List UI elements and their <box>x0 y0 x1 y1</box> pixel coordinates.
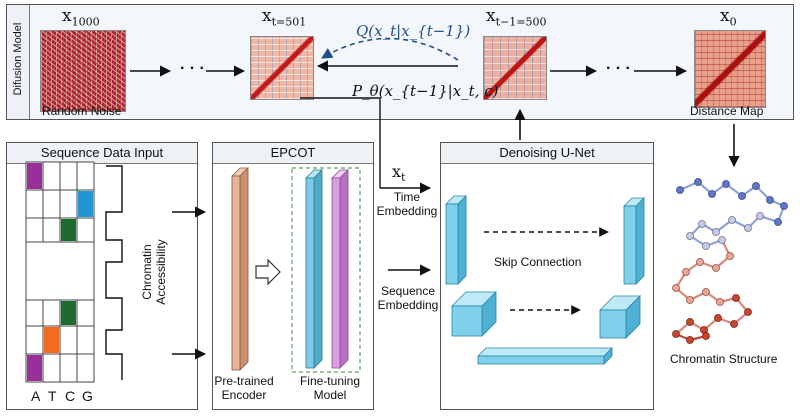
letter-a: A <box>31 388 41 404</box>
x0-label: x0 <box>720 6 737 29</box>
sequence-panel-title: Sequence Data Input <box>7 143 197 164</box>
skip-connection-label: Skip Connection <box>494 255 582 269</box>
q-formula: Q(x_t|x_{t−1}) <box>356 22 471 40</box>
diffusion-model-panel: Difusion Model <box>6 4 794 120</box>
random-noise-label: Random Noise <box>42 104 122 118</box>
distance-map-label: Distance Map <box>690 104 764 118</box>
diffusion-side-label: Difusion Model <box>7 5 30 119</box>
sequence-ellipsis: ... <box>52 266 64 282</box>
chromatin-accessibility-label: Chromatin Accessibility <box>140 239 168 305</box>
dots-1: · · · <box>180 60 205 77</box>
sequence-embedding-label: Sequence Embedding <box>377 284 439 312</box>
p-formula: P_θ(x_{t−1}|x_t, c) <box>352 82 499 100</box>
x1000-label: x1000 <box>62 6 100 29</box>
unet-panel-title: Denoising U-Net <box>441 143 653 164</box>
pretrained-encoder-label: Pre-trained Encoder <box>214 374 274 402</box>
xt501-label: xt=501 <box>262 6 307 29</box>
epcot-panel-title: EPCOT <box>213 143 373 164</box>
random-noise-map <box>40 30 126 112</box>
chromatin-structure-graphic <box>672 178 788 344</box>
xt501-map <box>250 36 314 100</box>
sequence-panel: Sequence Data Input <box>6 142 198 410</box>
xt-label: xt <box>392 162 406 185</box>
time-embedding-label: Time Embedding <box>376 190 438 218</box>
unet-panel: Denoising U-Net <box>440 142 654 410</box>
finetuning-model-label: Fine-tuning Model <box>299 374 361 402</box>
xt500-label: xt−1=500 <box>486 6 547 29</box>
xt500-map <box>483 36 547 100</box>
letter-g: G <box>82 388 93 404</box>
dots-2: · · · <box>606 60 631 77</box>
epcot-panel: EPCOT <box>212 142 374 410</box>
chromatin-structure-label: Chromatin Structure <box>670 352 778 366</box>
letter-c: C <box>65 388 76 404</box>
letter-t: T <box>48 388 57 404</box>
distance-map <box>694 30 766 108</box>
